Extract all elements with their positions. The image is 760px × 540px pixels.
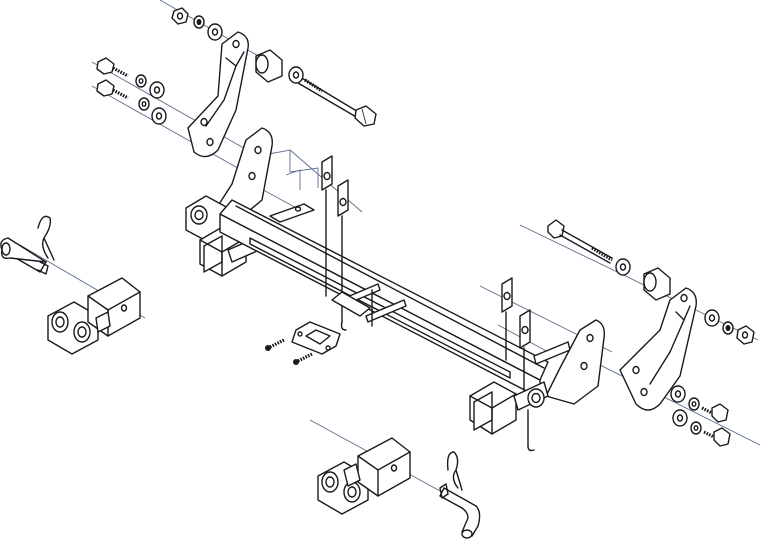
center-mounting-plate xyxy=(291,321,341,355)
long-bolt-right xyxy=(547,219,613,264)
screw-lower xyxy=(293,352,313,365)
short-bolt-left-upper xyxy=(96,57,165,99)
washer-right-b xyxy=(704,309,720,327)
washer-top-a xyxy=(288,66,304,84)
tow-bracket-left xyxy=(47,277,141,355)
nut-right xyxy=(736,325,755,345)
left-side-bracket xyxy=(187,31,249,158)
screw-upper xyxy=(265,338,285,351)
washer-top-b xyxy=(207,23,223,41)
washer-right-a xyxy=(615,258,631,276)
long-bolt-top-left xyxy=(297,76,377,127)
hitch-clip-bottom xyxy=(446,451,463,491)
nut-top xyxy=(171,7,189,25)
short-bolt-right-lower xyxy=(672,409,731,447)
hitch-pin-bottom xyxy=(439,483,481,539)
short-bolt-left-lower xyxy=(96,79,167,125)
hitch-pin-left xyxy=(0,237,49,275)
spacer-tube-top xyxy=(255,49,283,83)
spacer-tube-right xyxy=(643,267,671,301)
lock-washer-top xyxy=(193,15,205,29)
hitch-clip-left xyxy=(37,215,55,261)
lock-washer-right xyxy=(722,321,734,335)
main-crossbar-frame xyxy=(185,127,606,452)
assembly-axis-lines xyxy=(19,0,760,511)
tow-bracket-bottom xyxy=(317,437,411,515)
short-bolt-right-upper xyxy=(670,385,729,423)
right-side-bracket xyxy=(619,287,697,411)
